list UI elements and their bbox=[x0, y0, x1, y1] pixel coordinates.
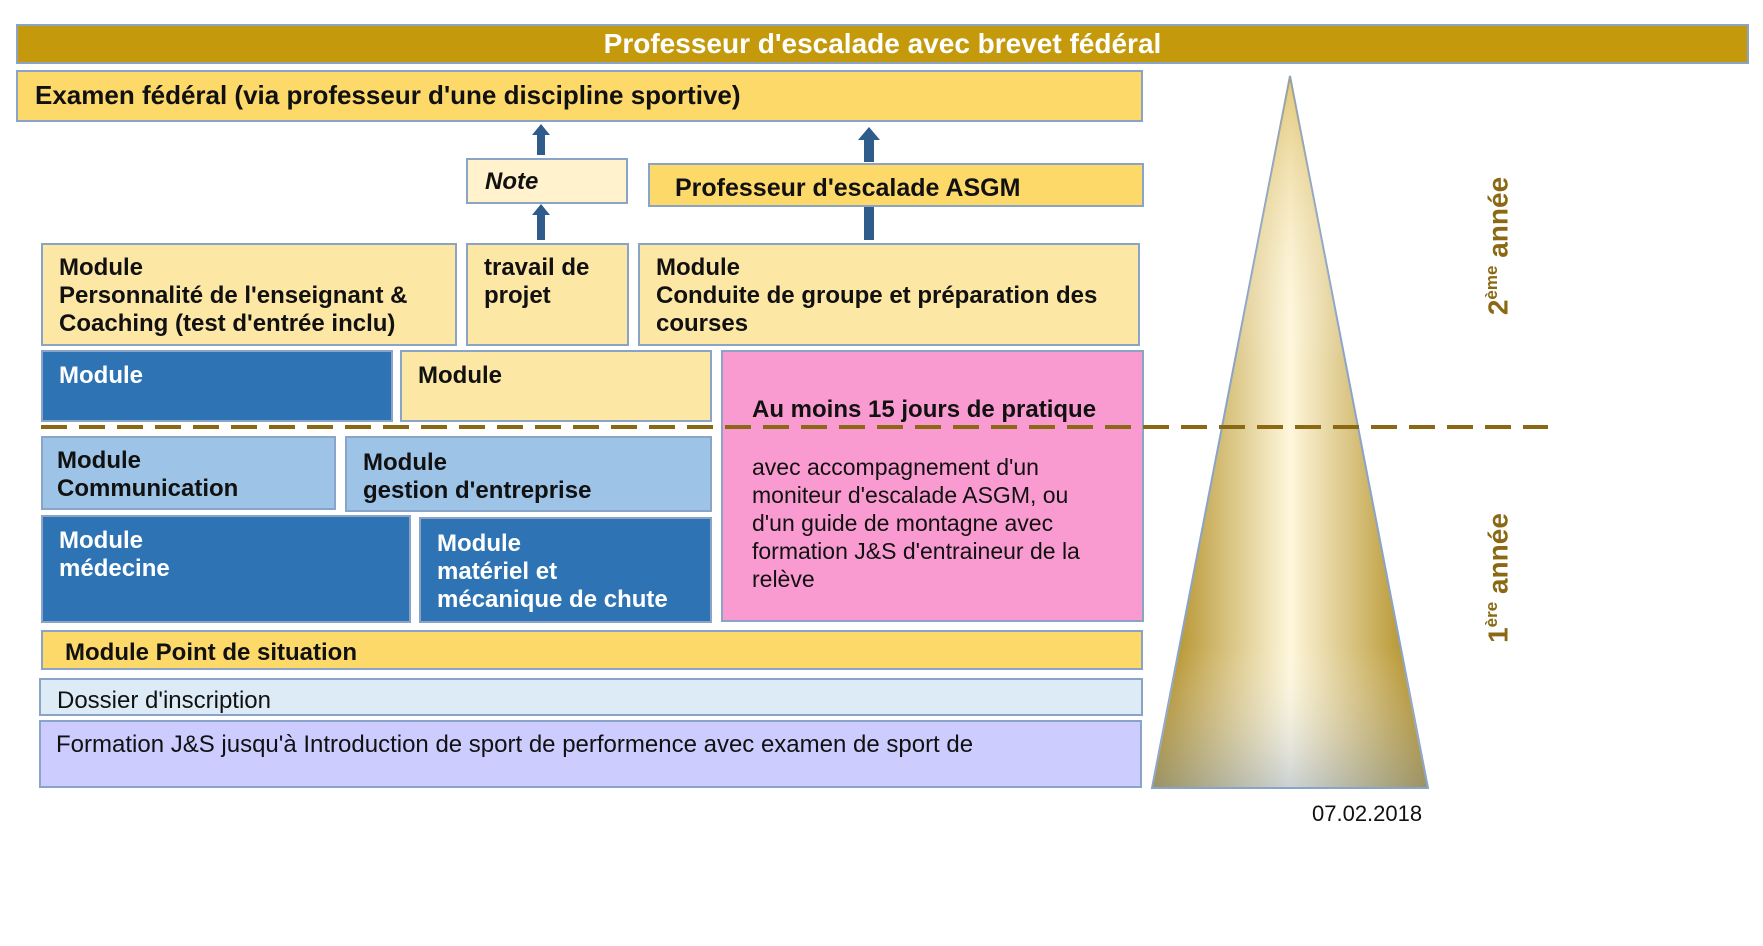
arrow-up-icon bbox=[532, 124, 550, 155]
project-work-box: travail de projet bbox=[466, 243, 629, 346]
module-dark-blue-upper: Module bbox=[41, 350, 393, 422]
module-yellow-upper: Module bbox=[400, 350, 712, 422]
module-title-line: matériel et bbox=[437, 558, 558, 585]
module-label: Module bbox=[59, 527, 143, 554]
first-year-label: 1ère année bbox=[1474, 508, 1514, 648]
practice-title: Au moins 15 jours de pratique bbox=[752, 396, 1097, 423]
module-title-line: médecine bbox=[59, 555, 170, 582]
arrow-shaft bbox=[864, 206, 874, 240]
module-title-line: Coaching (test d'entrée inclu) bbox=[59, 310, 396, 337]
situation-label: Module Point de situation bbox=[65, 639, 357, 666]
module-group-leading: Module Conduite de groupe et préparation… bbox=[638, 243, 1140, 346]
module-label: Module bbox=[57, 447, 141, 474]
practice-line: moniteur d'escalade ASGM, ou bbox=[752, 482, 1069, 508]
asgm-teacher-box: Professeur d'escalade ASGM bbox=[648, 163, 1144, 207]
year-number: 2 bbox=[1482, 299, 1514, 316]
arrow-up-icon bbox=[858, 127, 880, 162]
asgm-teacher-label: Professeur d'escalade ASGM bbox=[675, 174, 1021, 202]
module-label: Module bbox=[437, 530, 521, 557]
practice-line: d'un guide de montagne avec bbox=[752, 510, 1054, 536]
practice-box: Au moins 15 jours de pratique avec accom… bbox=[721, 350, 1144, 622]
module-label: Module bbox=[363, 449, 447, 476]
module-material: Module matériel et mécanique de chute bbox=[419, 517, 712, 623]
second-year-label: 2ème année bbox=[1474, 176, 1514, 316]
year-word: année bbox=[1482, 513, 1514, 595]
js-training-label: Formation J&S jusqu'à Introduction de sp… bbox=[56, 731, 974, 758]
module-communication: Module Communication bbox=[41, 436, 336, 510]
year-suffix: ème bbox=[1482, 265, 1501, 300]
header-bar: Professeur d'escalade avec brevet fédéra… bbox=[16, 24, 1749, 64]
project-line: travail de bbox=[484, 254, 590, 281]
module-label: Module bbox=[418, 362, 502, 389]
federal-exam-label: Examen fédéral (via professeur d'une dis… bbox=[35, 80, 741, 110]
registration-box: Dossier d'inscription bbox=[39, 678, 1143, 716]
module-title-line: Personnalité de l'enseignant & bbox=[59, 282, 408, 309]
year-suffix: ère bbox=[1482, 601, 1501, 628]
module-business: Module gestion d'entreprise bbox=[345, 436, 712, 512]
module-title-line: Conduite de groupe et préparation des bbox=[656, 282, 1098, 309]
module-label: Module bbox=[656, 254, 740, 281]
module-label: Module bbox=[59, 254, 143, 281]
practice-line: avec accompagnement d'un bbox=[752, 454, 1039, 480]
module-title-line: courses bbox=[656, 310, 749, 337]
federal-exam-box: Examen fédéral (via professeur d'une dis… bbox=[16, 70, 1143, 122]
project-line: projet bbox=[484, 282, 551, 309]
year-word: année bbox=[1482, 176, 1514, 258]
js-training-box: Formation J&S jusqu'à Introduction de sp… bbox=[39, 720, 1142, 788]
module-title-line: Communication bbox=[57, 475, 239, 502]
arrow-up-icon bbox=[532, 204, 550, 240]
date-label: 07.02.2018 bbox=[1312, 801, 1423, 826]
module-title-line: mécanique de chute bbox=[437, 586, 668, 613]
module-label: Module bbox=[59, 362, 143, 389]
note-label: Note bbox=[485, 168, 539, 195]
note-box: Note bbox=[466, 158, 628, 204]
practice-line: formation J&S d'entraineur de la bbox=[752, 538, 1080, 564]
year-number: 1 bbox=[1482, 627, 1514, 643]
module-situation: Module Point de situation bbox=[41, 630, 1143, 670]
triangle-shade bbox=[1152, 76, 1428, 788]
module-medicine: Module médecine bbox=[41, 515, 411, 623]
module-personality: Module Personnalité de l'enseignant & Co… bbox=[41, 243, 457, 346]
registration-label: Dossier d'inscription bbox=[57, 687, 271, 714]
module-title-line: gestion d'entreprise bbox=[363, 477, 592, 504]
practice-line: relève bbox=[752, 566, 815, 592]
header-title: Professeur d'escalade avec brevet fédéra… bbox=[603, 28, 1162, 59]
practice-description: avec accompagnement d'un moniteur d'esca… bbox=[752, 453, 1080, 593]
